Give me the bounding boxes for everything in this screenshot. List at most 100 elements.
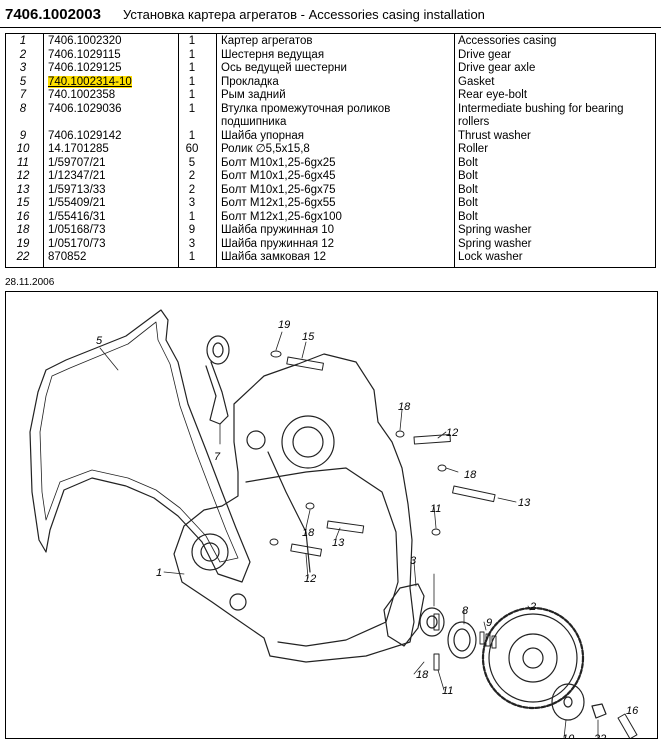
callout-number: 12 xyxy=(446,427,458,439)
callout-number: 8 xyxy=(462,605,469,617)
name-english: Spring washer xyxy=(458,237,532,250)
col-divider xyxy=(178,34,179,267)
table-row: 11 1/59707/21 5 Болт М10х1,25-6gх25 Bolt xyxy=(6,157,655,171)
name-english: Bolt xyxy=(458,197,478,209)
callout-number: 10 xyxy=(562,733,575,739)
callout-number: 5 xyxy=(96,335,103,347)
header: 7406.1002003 Установка картера агрегатов… xyxy=(0,0,661,28)
quantity: 3 xyxy=(188,237,196,250)
part-number: 1/55416/31 xyxy=(48,210,106,223)
document-date: 28.11.2006 xyxy=(5,277,55,288)
part-number: 14.1701285 xyxy=(48,143,109,155)
table-row: 3 7406.1029125 1 Ось ведущей шестерни Drive … xyxy=(6,62,655,76)
row-index: 16 xyxy=(16,210,30,223)
table-row: 9 7406.1029142 1 Шайба упорная Thrust washer xyxy=(6,130,655,144)
callout-number: 15 xyxy=(302,331,315,343)
name-russian: Болт М10х1,25-6gх25 xyxy=(221,156,336,169)
part-number: 1/12347/21 xyxy=(48,170,106,182)
part-number: 1/59713/33 xyxy=(48,183,106,196)
name-english: Drive gear xyxy=(458,48,512,61)
name-english: Gasket xyxy=(458,75,495,88)
name-english: Thrust washer xyxy=(458,129,531,142)
row-index: 8 xyxy=(19,102,27,115)
row-index: 11 xyxy=(17,156,29,169)
callout-number: 7 xyxy=(214,451,221,463)
part-number: 1/05168/73 xyxy=(48,224,106,236)
callout-number: 11 xyxy=(442,685,453,697)
parts-table: 1 7406.1002320 1 Картер агрегатов Accessorie… xyxy=(5,33,656,268)
name-russian: Болт М10х1,25-6gх45 xyxy=(221,170,336,182)
quantity: 2 xyxy=(188,170,196,182)
gasket xyxy=(29,309,251,583)
name-english: Rear eye-bolt xyxy=(458,89,528,101)
name-russian: Болт М12х1,25-6gх100 xyxy=(221,210,342,223)
callout-number: 18 xyxy=(398,401,411,413)
name-russian: Болт М12х1,25-6gх55 xyxy=(221,197,336,209)
name-russian: Шайба пружинная 12 xyxy=(221,237,335,250)
callout-number: 1 xyxy=(156,567,162,579)
name-russian: Прокладка xyxy=(221,75,279,88)
lock-washer xyxy=(591,703,607,719)
callout-number: 12 xyxy=(304,573,316,585)
name-english: Spring washer xyxy=(458,224,532,236)
name-russian: Шайба упорная xyxy=(221,129,305,142)
name-english: Bolt xyxy=(458,156,478,169)
callout-number: 18 xyxy=(302,527,315,539)
callout-number: 19 xyxy=(278,319,290,331)
quantity: 1 xyxy=(188,48,196,61)
name-russian: Ось ведущей шестерни xyxy=(221,62,347,74)
quantity: 3 xyxy=(188,197,196,209)
quantity: 2 xyxy=(188,183,196,196)
quantity: 1 xyxy=(188,102,196,115)
part-number: 7406.1002320 xyxy=(48,35,122,47)
name-russian: Рым задний xyxy=(221,89,286,101)
col-divider xyxy=(43,34,44,267)
row-index: 3 xyxy=(19,62,27,74)
name-russian-continued: подшипника xyxy=(221,116,287,128)
name-english: Drive gear axle xyxy=(458,62,536,74)
quantity: 5 xyxy=(188,156,196,169)
part-number: 870852 xyxy=(48,251,87,263)
name-english: Intermediate bushing for bearing xyxy=(458,102,624,115)
row-index: 12 xyxy=(16,170,30,182)
part-number: 1/59707/21 xyxy=(48,156,106,169)
col-divider xyxy=(216,34,217,267)
quantity: 1 xyxy=(188,129,196,142)
part-number: 7406.1029142 xyxy=(48,129,122,142)
name-english: Accessories casing xyxy=(458,35,557,47)
row-index: 22 xyxy=(16,251,30,263)
name-english: Bolt xyxy=(458,183,478,196)
bolts xyxy=(286,356,638,738)
name-russian: Картер агрегатов xyxy=(221,35,313,47)
part-number: 740.1002314-10 xyxy=(48,75,132,90)
callout-number: 2 xyxy=(529,601,536,613)
callout-number: 16 xyxy=(626,705,639,717)
quantity: 1 xyxy=(188,62,196,74)
name-russian: Втулка промежуточная роликов xyxy=(221,102,391,115)
callout-number: 13 xyxy=(332,537,345,549)
callout-number: 11 xyxy=(430,503,441,515)
part-number: 7406.1029125 xyxy=(48,62,122,74)
name-russian: Ролик ∅5,5х15,8 xyxy=(221,143,310,155)
thrust-washer xyxy=(551,683,585,721)
assembly-title: Установка картера агрегатов - Accessorie… xyxy=(122,6,485,22)
row-index: 9 xyxy=(19,129,27,142)
row-index: 10 xyxy=(16,143,30,155)
callout-number: 9 xyxy=(486,617,492,629)
quantity: 1 xyxy=(188,251,196,263)
eye-bolt xyxy=(206,335,230,365)
